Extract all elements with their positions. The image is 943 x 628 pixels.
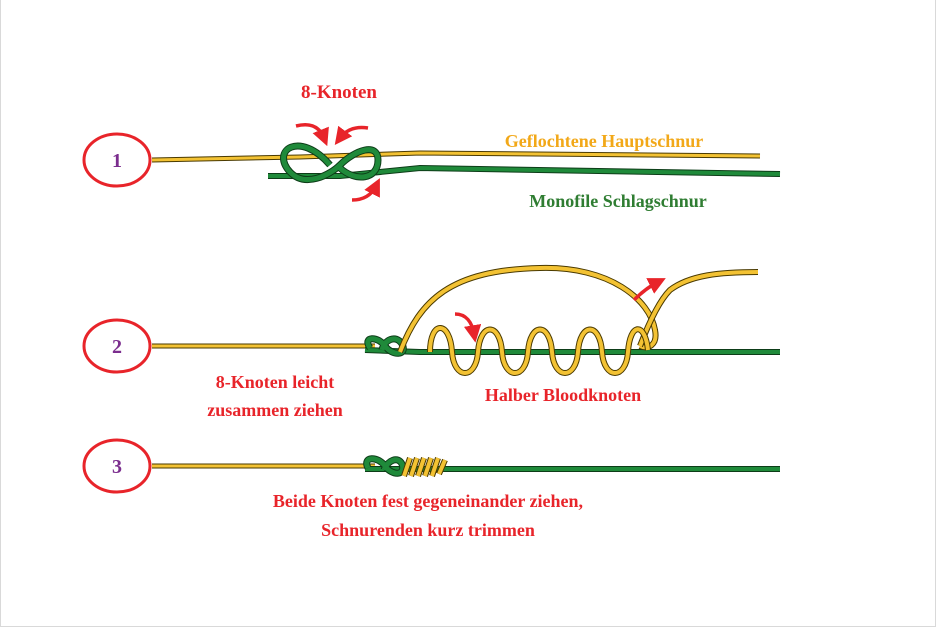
step-number-circle — [82, 438, 152, 494]
step-3: 3 Beide Knoten fest gegeneinander ziehen… — [82, 438, 780, 540]
braided-main-line — [151, 150, 761, 163]
mono-line-label: Monofile Schlagschnur — [529, 191, 707, 211]
red-arrow-icon — [632, 278, 666, 302]
red-arrow-icon — [295, 123, 329, 147]
step2-right-label: Halber Bloodknoten — [485, 385, 641, 405]
step-number-circle — [82, 318, 152, 374]
figure-eight-knot — [364, 335, 407, 357]
figure-eight-knot — [363, 455, 407, 477]
braided-line-label: Geflochtene Hauptschnur — [505, 131, 704, 151]
step-2: 2 8-Knoten — [82, 264, 780, 420]
step-1: 1 8-Knoten Geflochtene Hauptschnur Monof… — [82, 82, 781, 211]
red-arrow-icon — [334, 125, 369, 145]
red-arrow-icon — [454, 312, 482, 343]
figure-eight-knot — [280, 142, 382, 184]
step2-left-label-line1: 8-Knoten leicht — [216, 372, 335, 392]
step-number: 1 — [112, 150, 122, 172]
step-number: 2 — [112, 336, 122, 358]
step-number-circle — [82, 132, 152, 188]
step2-left-label-line2: zusammen ziehen — [207, 400, 342, 420]
half-blood-knot-tight — [401, 457, 448, 477]
knot-title: 8-Knoten — [301, 82, 377, 103]
step-number: 3 — [112, 456, 122, 478]
red-arrow-icon — [351, 178, 380, 202]
step3-label-line1: Beide Knoten fest gegeneinander ziehen, — [273, 491, 583, 511]
half-blood-knot — [397, 264, 759, 376]
step3-label-line2: Schnurenden kurz trimmen — [321, 520, 535, 540]
mono-leader-line — [364, 347, 780, 355]
